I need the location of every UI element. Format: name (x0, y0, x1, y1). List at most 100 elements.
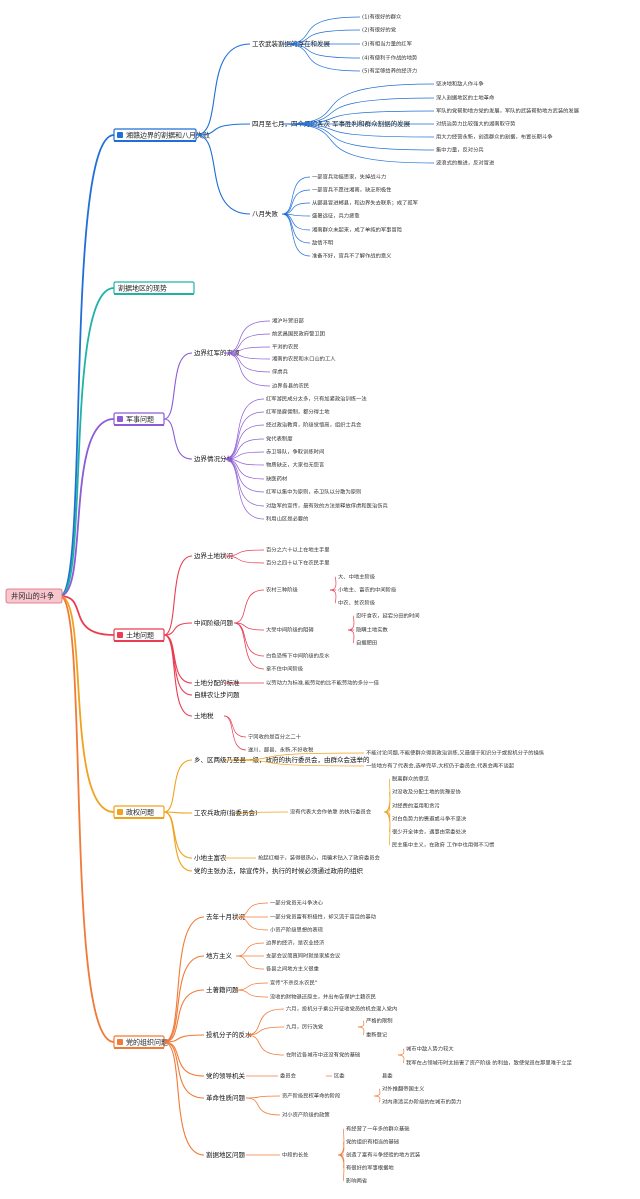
level2-node: 小地主富农 (194, 853, 227, 862)
connector-line (195, 134, 251, 215)
connector-line (337, 1141, 345, 1156)
connector-line (281, 202, 311, 215)
connector-line (223, 458, 265, 520)
leaf-node: 湘沪叶贺旧部 (272, 317, 304, 325)
connector-line (223, 411, 265, 460)
leaf-node: 集中力量，反对分兵 (436, 146, 484, 154)
branch-label: 土地问题 (126, 631, 154, 640)
connector-line (195, 43, 251, 136)
connector-line (223, 320, 271, 354)
level2-node: 地方主义 (206, 951, 233, 960)
connector-line (59, 287, 115, 597)
leaf-node: 遂川、酃县、永新,不好收税 (248, 746, 314, 754)
connector-line (233, 622, 265, 670)
connector-line (223, 398, 265, 460)
leaf-node: 敌情不明 (312, 239, 333, 247)
connector-line (223, 458, 265, 493)
leaf-node: 对经费的滥用和贪污 (392, 802, 440, 810)
connector-line (245, 1034, 285, 1056)
leaf-node: 红军以集中为原则，赤卫队以分散为原则 (266, 488, 361, 496)
leaf-node: 缺医药材 (266, 475, 288, 483)
level3-node: 在附近各城市中还没有党的基础 (286, 1051, 360, 1059)
level2-node: 八月失败 (252, 209, 279, 218)
leaf-node: 平浏的农民 (272, 343, 299, 351)
leaf-node: 宁冈收的是百分之二十 (248, 733, 302, 741)
pencil-icon (117, 809, 123, 815)
branch-label: 湘赣边界的割据和八月失败 (126, 131, 210, 140)
pencil-icon (117, 416, 123, 422)
connector-line (223, 458, 265, 507)
level2-node: 去年十月状况 (206, 912, 246, 921)
connector-line (337, 1154, 345, 1182)
globe-icon (117, 1039, 123, 1045)
level3-node: 九月，厉行洗党 (286, 1023, 324, 1031)
connector-line (281, 29, 361, 45)
leaf-node: 有经营了一年多的群众基础 (346, 1125, 410, 1133)
connector-line (223, 752, 365, 761)
connector-line (383, 811, 391, 846)
square-icon (117, 132, 123, 138)
leaf-node: 很少开全体会，遇事由常委处决 (392, 828, 467, 836)
leaf-node: 红军游民成分太多，只有加紧政治训练一法 (266, 395, 367, 403)
connector-line (397, 1048, 405, 1056)
level3-node: 白色恐怖下中间阶级的反水 (266, 652, 330, 660)
connector-line (337, 1154, 345, 1169)
leaf-node: 准备不好，官兵不了解作战的意义 (312, 252, 392, 260)
connector-line (337, 1128, 345, 1156)
level3-node: 委员会 (280, 1072, 297, 1080)
connector-line (223, 352, 271, 373)
connector-line (163, 622, 193, 636)
connector-line (163, 989, 205, 1043)
leaf-node: 俘虏兵 (272, 368, 289, 376)
connector-line (223, 715, 247, 751)
connector-line (223, 352, 271, 387)
branch-2: 割据地区的现势 (113, 281, 195, 295)
connector-line (195, 123, 251, 136)
level3-node: 没有代表大会作依靠 的执行委员会 (290, 808, 372, 816)
connector-line (163, 1034, 205, 1043)
level2-node: 党的主张办法，除宣传外，执行的时候必须通过政府的组织 (194, 866, 364, 875)
leaf-node: 对敌军的宣传，最有效的方法是释放俘虏和医治伤兵 (266, 502, 389, 510)
connector-line (281, 213, 311, 244)
leaf-node: 前武昌国民政府警卫团 (272, 330, 325, 338)
leaf-node: 创造了富有斗争经验的地方武装 (346, 1151, 421, 1159)
connector-line (383, 778, 391, 813)
level2-node: 边界红军的来源 (194, 348, 240, 357)
branch-label: 政权问题 (126, 808, 154, 817)
root-node[interactable]: 井冈山的斗争 (5, 588, 63, 604)
level2-node: 土著籍问题 (206, 985, 239, 994)
level2-node: 割据地区问题 (206, 1150, 246, 1159)
connector-line (163, 811, 193, 814)
connector-line (163, 418, 193, 460)
connector-line (163, 634, 193, 696)
level2-node: 党的领导机关 (206, 1071, 246, 1080)
level2-node: 边界土地状况 (194, 551, 234, 560)
level3-node: 六月，投机分子乘公开征收党员的机会混入党内 (286, 1005, 397, 1013)
connector-line (59, 134, 115, 597)
connector-line (223, 549, 265, 557)
connector-line (347, 629, 355, 644)
connector-line (245, 1095, 281, 1099)
connector-line (281, 16, 361, 45)
connector-line (357, 1020, 365, 1028)
leaf-node: 中农、贫农阶级 (338, 599, 376, 607)
level3-node: 大受中间阶级的阻碍 (266, 626, 314, 634)
connector-line (281, 43, 361, 72)
leaf-node: 没收的财物退还原主，并出布告保护土籍农民 (270, 993, 376, 1001)
leaf-node: 区委 (334, 1072, 345, 1080)
leaf-node: 一部官兵不愿往湘南，缺乏积极性 (312, 186, 392, 194)
leaf-node: 我军在占领城市时太损害了资产阶级 的利益，致使党员在那里难于立足 (406, 1059, 573, 1067)
connector-line (59, 595, 115, 636)
connector-line (281, 123, 435, 138)
connector-line (223, 458, 265, 480)
flag-icon (117, 632, 123, 638)
level2-node: 工农兵政府(指委员会) (194, 808, 258, 817)
leaf-node: 对统治势力比较强大的湖南取守势 (436, 120, 516, 128)
connector-line (281, 97, 435, 125)
level2-node: 革命性质问题 (206, 1093, 246, 1102)
leaf-node: (1)有很好的群众 (362, 13, 402, 21)
connector-line (233, 589, 265, 624)
connector-line (163, 352, 193, 420)
connector-line (163, 1041, 205, 1099)
branch-5: 政权问题 (113, 805, 165, 819)
